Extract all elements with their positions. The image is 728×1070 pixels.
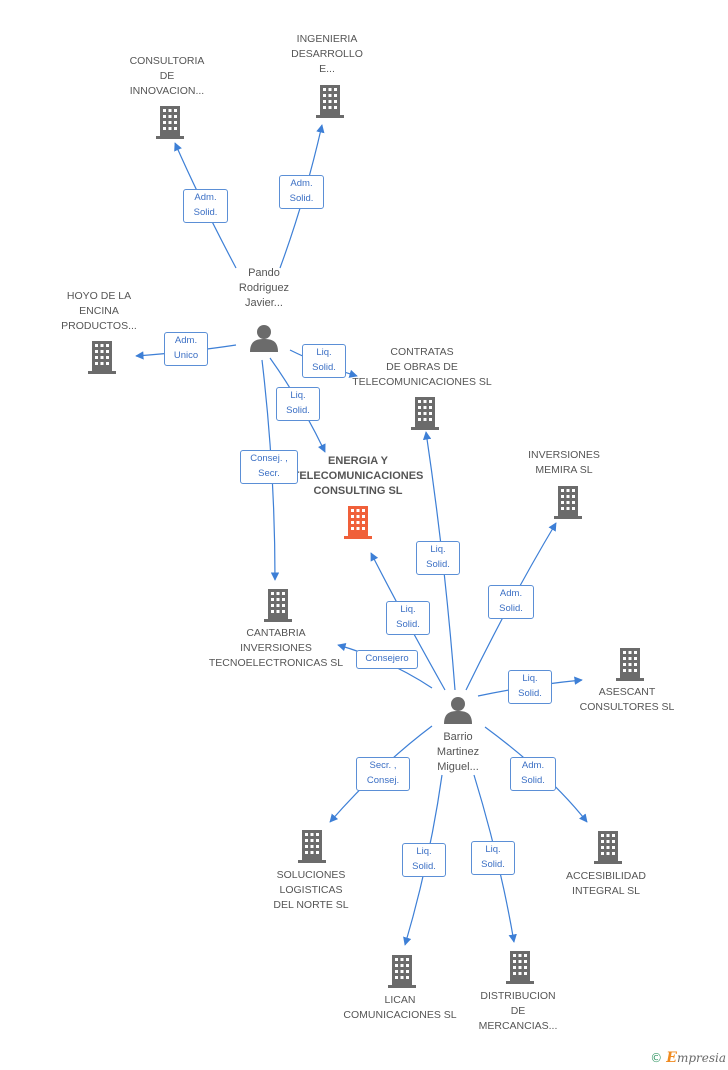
edge-label-liq-solid: Liq. Solid. <box>471 841 515 875</box>
company-label-distribucion[interactable]: DISTRIBUCION DE MERCANCIAS... <box>478 990 558 1032</box>
company-label-cantabria[interactable]: CANTABRIA INVERSIONES TECNOELECTRONICAS … <box>208 627 344 669</box>
company-label-accesibilidad[interactable]: ACCESIBILIDAD INTEGRAL SL <box>566 870 646 897</box>
building-icon[interactable] <box>298 830 326 863</box>
copyright-icon: © <box>650 1051 663 1065</box>
edge-label-liq-solid: Liq. Solid. <box>386 601 430 635</box>
edge-label-consej-secr: Consej. , Secr. <box>240 450 298 484</box>
person-icon[interactable] <box>444 697 472 724</box>
building-icon[interactable] <box>264 589 292 622</box>
building-icon[interactable] <box>388 955 416 988</box>
building-icon[interactable] <box>554 486 582 519</box>
company-label-contratas[interactable]: CONTRATAS DE OBRAS DE TELECOMUNICACIONES… <box>352 346 492 388</box>
person-label-barrio[interactable]: Barrio Martinez Miguel... <box>436 731 480 773</box>
company-label-energia[interactable]: ENERGIA Y TELECOMUNICACIONES CONSULTING … <box>292 455 424 497</box>
edge-label-liq-solid: Liq. Solid. <box>416 541 460 575</box>
company-label-lican[interactable]: LICAN COMUNICACIONES SL <box>343 994 457 1021</box>
edge-label-adm-solid: Adm. Solid. <box>183 189 228 223</box>
building-icon[interactable] <box>506 951 534 984</box>
company-label-memira[interactable]: INVERSIONES MEMIRA SL <box>528 449 600 476</box>
edge-label-liq-solid: Liq. Solid. <box>302 344 346 378</box>
person-icon[interactable] <box>250 325 278 352</box>
edge-label-secr-consej: Secr. , Consej. <box>356 757 410 791</box>
edge-label-liq-solid: Liq. Solid. <box>402 843 446 877</box>
brand-initial: E <box>666 1050 677 1066</box>
edge-label-adm-solid: Adm. Solid. <box>510 757 556 791</box>
company-label-soluciones[interactable]: SOLUCIONES LOGISTICAS DEL NORTE SL <box>273 869 349 911</box>
company-label-ingenieria[interactable]: INGENIERIA DESARROLLO E... <box>291 33 363 75</box>
company-label-asescant[interactable]: ASESCANT CONSULTORES SL <box>579 686 675 713</box>
building-icon[interactable] <box>411 397 439 430</box>
edge-label-adm-solid: Adm. Solid. <box>279 175 324 209</box>
building-icon[interactable] <box>594 831 622 864</box>
building-icon[interactable] <box>616 648 644 681</box>
edge-label-liq-solid: Liq. Solid. <box>508 670 552 704</box>
company-label-consultoria[interactable]: CONSULTORIA DE INNOVACION... <box>129 55 205 97</box>
edge-label-adm-unico: Adm. Unico <box>164 332 208 366</box>
building-icon[interactable] <box>156 106 184 139</box>
edge-label-consejero: Consejero <box>356 650 418 669</box>
edge-label-adm-solid: Adm. Solid. <box>488 585 534 619</box>
building-icon[interactable] <box>316 85 344 118</box>
building-icon[interactable] <box>88 341 116 374</box>
person-label-pando[interactable]: Pando Rodriguez Javier... <box>238 267 290 309</box>
brand-name: mpresia <box>676 1051 726 1065</box>
brand-logo: ©Empresia <box>650 1050 726 1066</box>
edge-label-liq-solid: Liq. Solid. <box>276 387 320 421</box>
company-label-hoyo[interactable]: HOYO DE LA ENCINA PRODUCTOS... <box>61 290 137 332</box>
building-icon[interactable] <box>344 506 372 539</box>
